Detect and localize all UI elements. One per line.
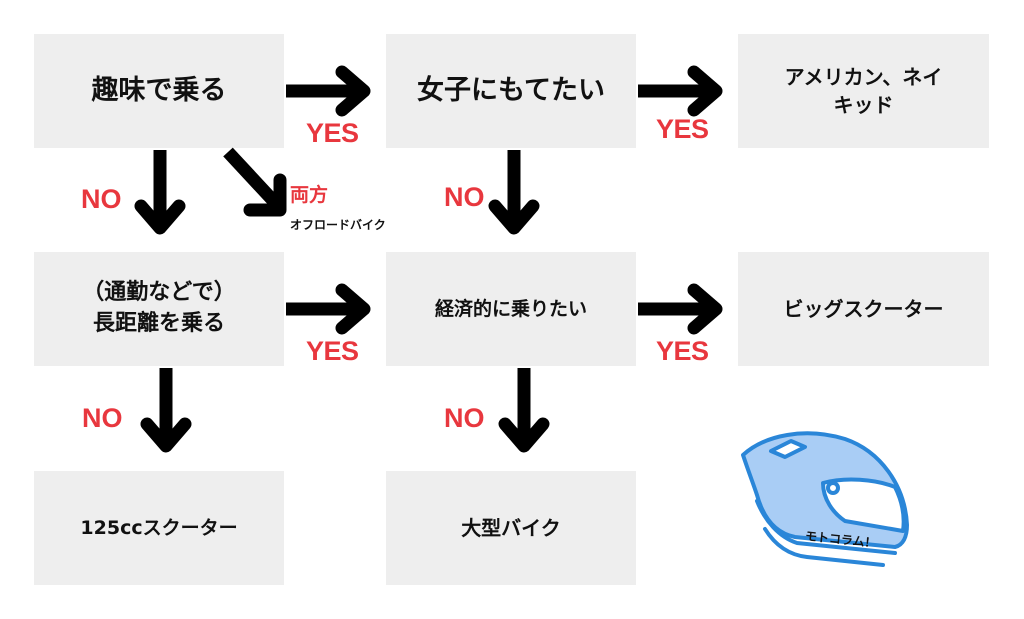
node-american-line2: キッド xyxy=(833,93,894,117)
arrow-down-hobby-commute xyxy=(134,150,186,235)
helmet-logo-icon: モトコラム！ xyxy=(741,431,909,567)
label-yes-commute: YES xyxy=(306,336,359,366)
node-commute-line1: （通勤などで） xyxy=(82,280,236,306)
label-yes-popular: YES xyxy=(656,114,709,144)
node-bigscooter-text: ビッグスクーター xyxy=(783,297,944,321)
label-no-hobby: NO xyxy=(81,184,122,214)
label-no-commute: NO xyxy=(82,403,123,433)
node-125cc-scooter: 125ccスクーター xyxy=(34,471,284,585)
node-bigbike-text: 大型バイク xyxy=(461,516,561,540)
label-yes-hobby: YES xyxy=(306,118,359,148)
node-commute: （通勤などで） 長距離を乗る xyxy=(34,252,284,366)
arrow-down-economy-bigbike xyxy=(498,368,550,453)
arrow-down-popular-economy xyxy=(488,150,540,235)
node-economy-text: 経済的に乗りたい xyxy=(434,297,587,320)
label-no-popular: NO xyxy=(444,182,485,212)
arrow-right-economy-bigscooter xyxy=(638,283,723,335)
arrow-down-commute-125cc xyxy=(140,368,192,453)
node-hobby: 趣味で乗る xyxy=(34,34,284,148)
node-125cc-scooter-text: 125ccスクーター xyxy=(80,516,238,539)
node-bigbike: 大型バイク xyxy=(386,471,636,585)
label-both: 両方 xyxy=(290,185,329,206)
node-commute-line2: 長距離を乗る xyxy=(92,311,225,336)
node-popular-text: 女子にもてたい xyxy=(417,75,605,107)
node-american-line1: アメリカン、ネイ xyxy=(784,65,943,89)
node-american: アメリカン、ネイ キッド xyxy=(738,34,989,148)
label-no-economy: NO xyxy=(444,403,485,433)
arrow-right-commute-economy xyxy=(286,283,371,335)
node-popular: 女子にもてたい xyxy=(386,34,636,148)
arrow-right-popular-american xyxy=(638,65,723,117)
node-economy: 経済的に乗りたい xyxy=(386,252,636,366)
node-hobby-text: 趣味で乗る xyxy=(91,75,227,107)
arrow-diagonal-hobby-offroad xyxy=(223,147,287,217)
label-yes-economy: YES xyxy=(656,336,709,366)
arrow-right-hobby-popular xyxy=(286,65,371,117)
label-offroad: オフロードバイク xyxy=(290,218,386,232)
node-bigscooter: ビッグスクーター xyxy=(738,252,989,366)
